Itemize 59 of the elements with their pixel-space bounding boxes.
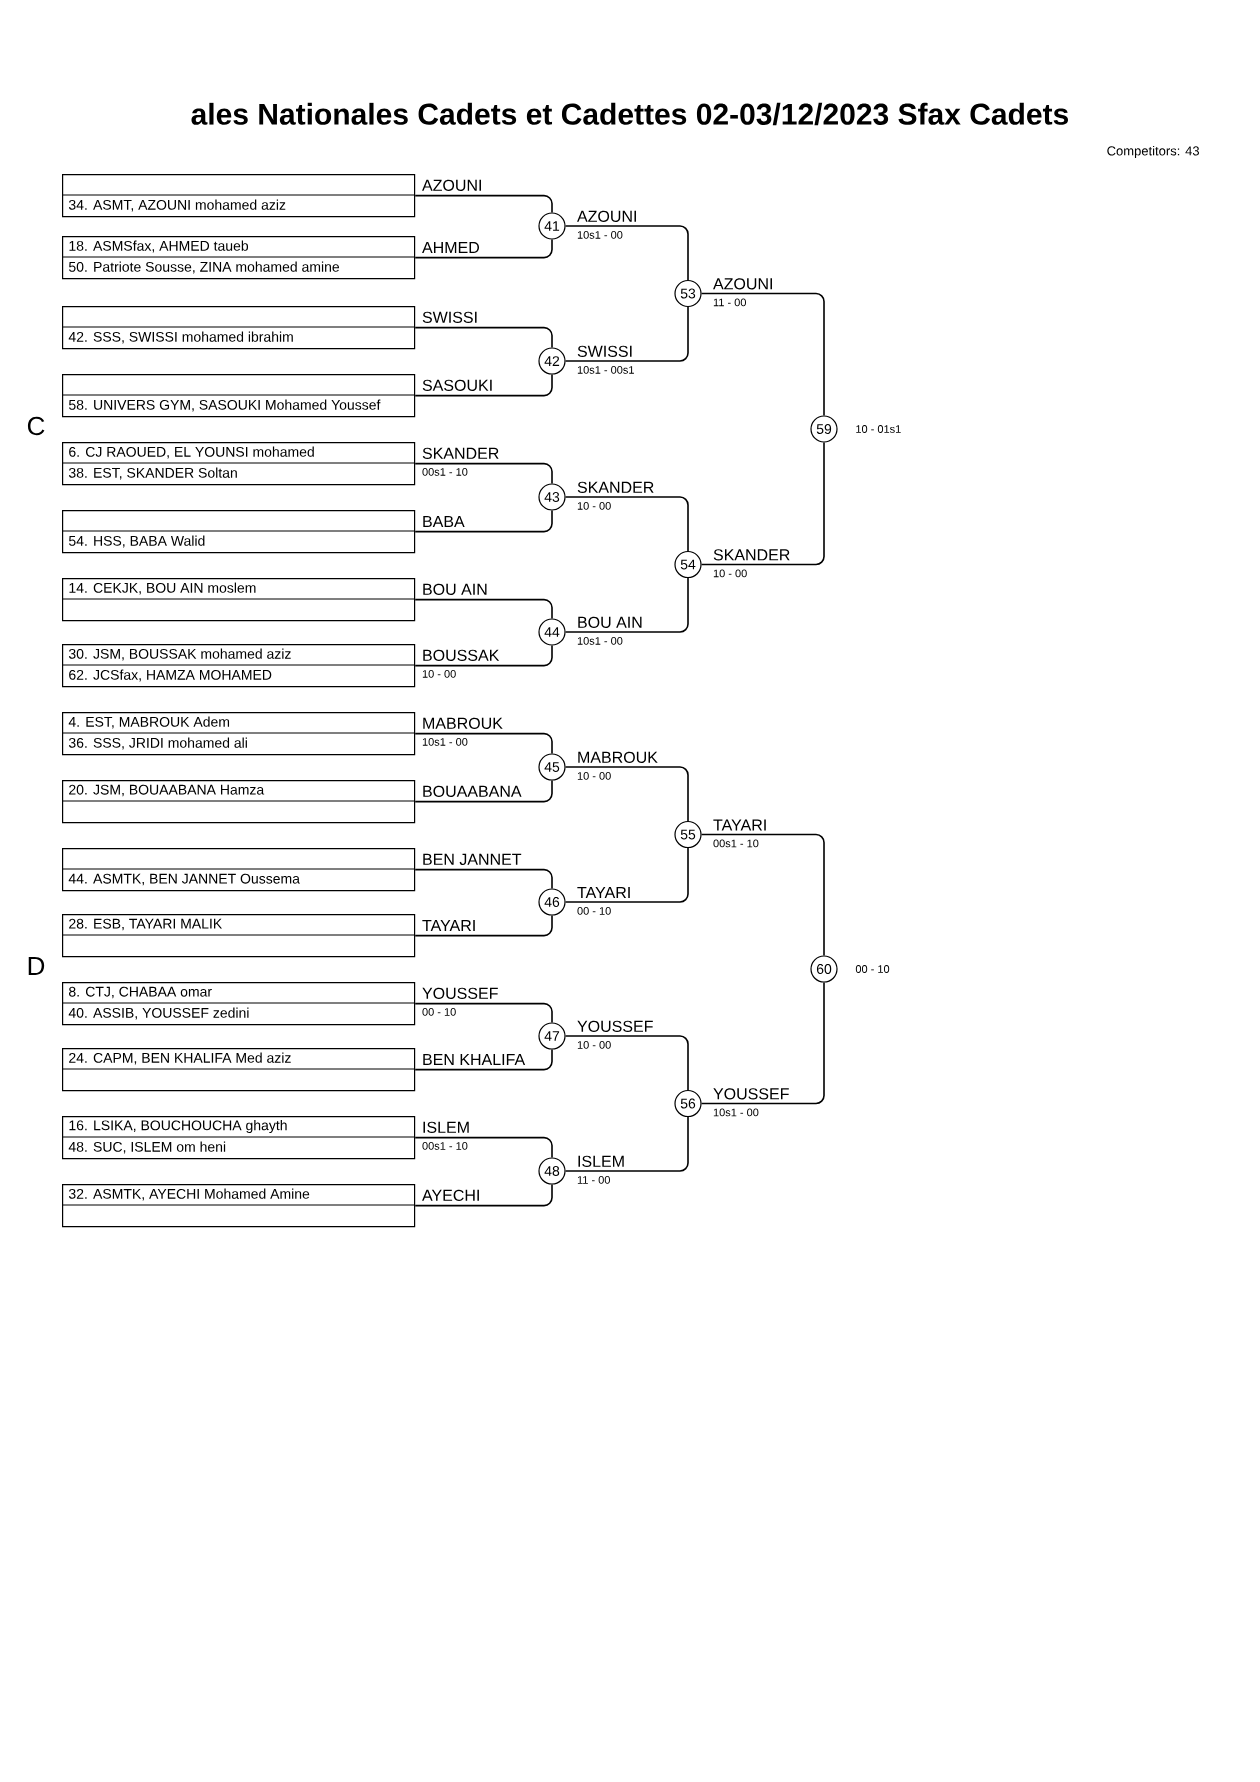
- bracket-line: [414, 373, 553, 397]
- winner-name: SKANDER: [711, 547, 792, 563]
- winner-name: AZOUNI: [420, 178, 485, 193]
- winner-name: SWISSI: [420, 310, 480, 325]
- bracket-line: [564, 225, 689, 281]
- bracket-line: [414, 868, 553, 890]
- section-letter: D: [28, 957, 45, 975]
- winner-name: YOUSSEF: [575, 1019, 656, 1034]
- winner-name: BOU AIN: [575, 615, 645, 630]
- winner-name: BOUSSAK: [420, 648, 501, 663]
- winner-name: AZOUNI: [711, 276, 776, 292]
- winner-name: SKANDER: [420, 446, 501, 461]
- bracket-line: [564, 1035, 689, 1091]
- title: ales Nationales Cadets et Cadettes 02-03/12/2023 Sfax Cadets: [191, 102, 1068, 126]
- winner-name: YOUSSEF: [711, 1086, 792, 1102]
- winner-name: TAYARI: [711, 817, 769, 833]
- winner-name: MABROUK: [575, 750, 660, 765]
- bracket-line: [414, 238, 553, 259]
- bracket-line: [700, 833, 825, 957]
- bracket-line: [564, 766, 689, 822]
- winner-name: TAYARI: [420, 918, 478, 933]
- winner-name: MABROUK: [420, 716, 505, 731]
- winner-name: SWISSI: [575, 344, 635, 359]
- bracket-line: [414, 194, 553, 214]
- winner-name: SASOUKI: [420, 378, 495, 393]
- bracket-line: [414, 1048, 553, 1071]
- winner-name: BEN KHALIFA: [420, 1052, 527, 1067]
- bracket-line: [564, 577, 689, 633]
- bracket-line: [564, 847, 689, 903]
- bracket-line: [700, 981, 825, 1105]
- bracket-line: [414, 598, 553, 620]
- bracket-line: [700, 292, 825, 417]
- bracket-line: [414, 1183, 553, 1207]
- bracket-line: [700, 441, 825, 566]
- bracket-line: [414, 914, 553, 937]
- winner-name: ISLEM: [575, 1154, 627, 1169]
- bracket-line: [414, 462, 553, 485]
- winner-name: YOUSSEF: [420, 986, 501, 1001]
- section-letter: C: [27, 416, 45, 436]
- bracket-line: [564, 306, 689, 362]
- bracket-line: [414, 326, 553, 349]
- bracket-line: [414, 509, 553, 533]
- winner-name: TAYARI: [575, 885, 633, 900]
- bracket-line: [564, 496, 689, 552]
- winner-name: AHMED: [420, 240, 482, 255]
- bracket-line: [564, 1116, 689, 1172]
- bracket-line: [414, 1136, 553, 1159]
- winner-name: BABA: [420, 514, 467, 529]
- bracket-line: [414, 779, 553, 803]
- bracket-line: [414, 1002, 553, 1024]
- bracket-line: [414, 644, 553, 667]
- winner-name: AYECHI: [420, 1188, 482, 1203]
- winner-name: BOUAABANA: [420, 784, 524, 799]
- winner-name: BEN JANNET: [420, 852, 524, 867]
- winner-name: SKANDER: [575, 480, 656, 495]
- winner-name: ISLEM: [420, 1120, 472, 1135]
- winner-name: AZOUNI: [575, 209, 640, 224]
- winner-name: BOU AIN: [420, 582, 490, 597]
- bracket-line: [414, 732, 553, 755]
